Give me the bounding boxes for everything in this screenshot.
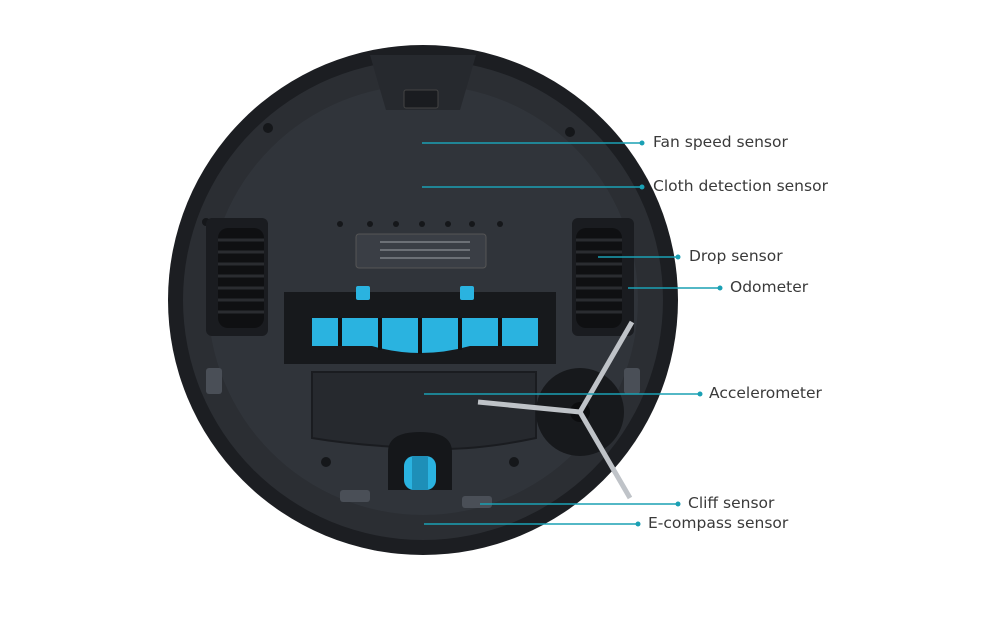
label-cliff-sensor: Cliff sensor <box>688 494 775 512</box>
leader-dot-drop <box>675 254 681 260</box>
sticker-lines <box>380 241 470 259</box>
screw-hole <box>263 123 273 133</box>
edge-sensor <box>206 368 222 394</box>
charging-contact <box>403 89 439 109</box>
label-e-compass-sensor: E-compass sensor <box>648 514 789 532</box>
label-fan-speed-sensor: Fan speed sensor <box>653 133 788 151</box>
leader-dot-cloth-detection <box>639 184 645 190</box>
edge-sensor <box>624 368 640 394</box>
leader-dot-fan-speed <box>639 140 645 146</box>
screw-hole <box>509 457 519 467</box>
label-accelerometer: Accelerometer <box>709 384 822 402</box>
side-brush <box>477 320 635 500</box>
label-odometer: Odometer <box>730 278 809 296</box>
main-brush <box>312 318 538 353</box>
leader-dot-accelerometer <box>697 391 703 397</box>
leader-dot-e-compass <box>635 521 641 527</box>
caster-wheel <box>388 432 452 490</box>
top-notch <box>370 55 476 110</box>
edge-sensor <box>340 490 370 502</box>
leader-lines <box>422 140 723 527</box>
edge-sensor <box>462 496 492 508</box>
label-drop-sensor: Drop sensor <box>689 247 783 265</box>
sensor-dots <box>337 221 503 227</box>
main-brush-compartment <box>284 286 556 364</box>
left-wheel <box>206 218 268 336</box>
screw-hole <box>321 457 331 467</box>
right-wheel <box>572 218 634 336</box>
product-sticker <box>355 233 487 269</box>
leader-dot-odometer <box>717 285 723 291</box>
leader-dot-cliff <box>675 501 681 507</box>
label-cloth-detection-sensor: Cloth detection sensor <box>653 177 828 195</box>
screw-hole <box>565 127 575 137</box>
